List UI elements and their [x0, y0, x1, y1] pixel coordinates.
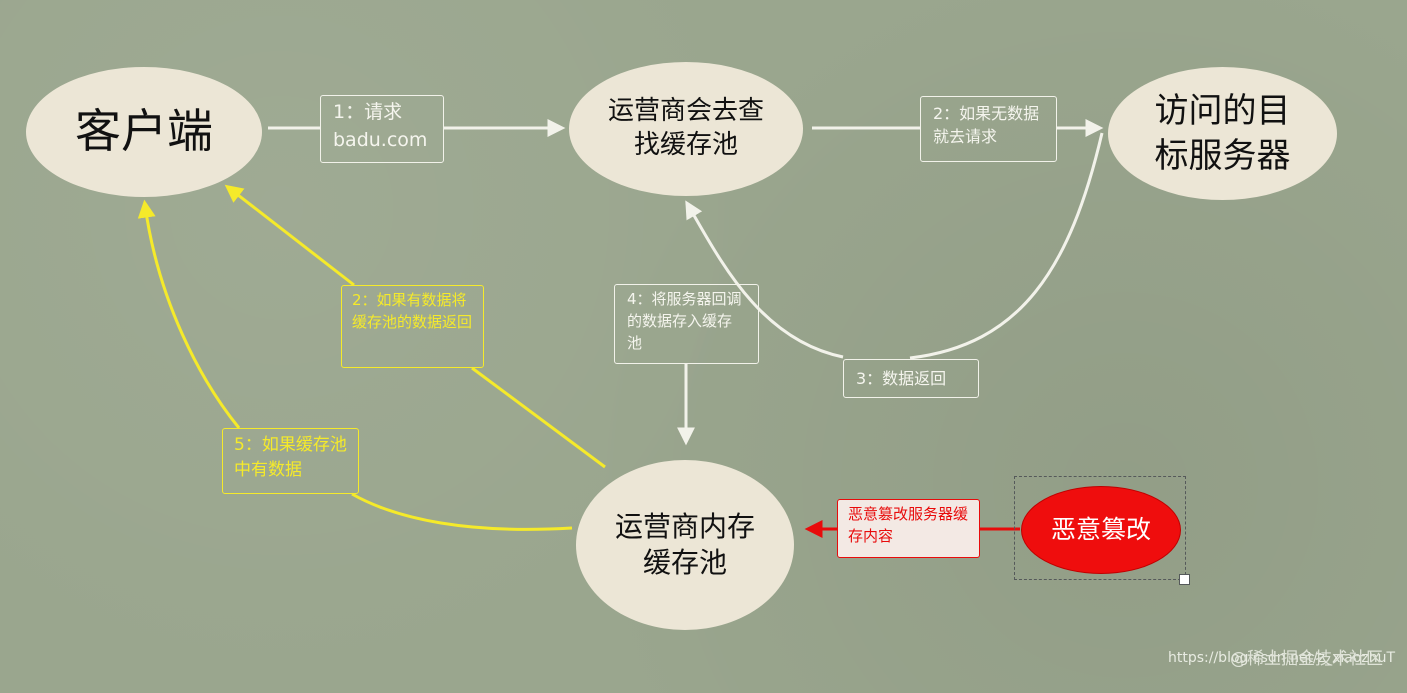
curve-if-pool-to-client [137, 199, 241, 429]
resize-handle[interactable] [1179, 574, 1190, 585]
tamper-selection-box [1014, 476, 1186, 580]
no-data-label[interactable]: 2：如果无数据就去请求 [920, 96, 1057, 162]
watermark: https://blog.csdn.net/z_xiaozhuT @稀土掘金技术… [1168, 649, 1396, 669]
curve-target-to-data-return [909, 132, 1104, 360]
client-node[interactable]: 客户端 [26, 67, 262, 197]
target-server-node-text: 访问的目标服务器 [1154, 91, 1291, 176]
line-isp-cache-to-if-cache-label [471, 366, 606, 469]
tamper-node[interactable]: 恶意篡改 [1021, 486, 1181, 574]
client-node-text: 客户端 [75, 104, 213, 159]
data-return-label[interactable]: 3：数据返回 [843, 359, 979, 398]
isp-lookup-node[interactable]: 运营商会去查找缓存池 [569, 62, 803, 196]
isp-lookup-node-text: 运营商会去查找缓存池 [607, 96, 764, 160]
if-pool-has-data-label[interactable]: 5：如果缓存池中有数据 [222, 428, 359, 494]
curve-isp-cache-to-if-pool-label [351, 492, 573, 531]
isp-cache-node[interactable]: 运营商内存缓存池 [576, 460, 794, 630]
save-cache-label[interactable]: 4：将服务器回调的数据存入缓存池 [614, 284, 759, 364]
watermark-brand: @稀土掘金技术社区 [1230, 649, 1383, 669]
if-cache-has-data-label[interactable]: 2：如果有数据将缓存池的数据返回 [341, 285, 484, 368]
isp-cache-node-text: 运营商内存缓存池 [614, 509, 755, 579]
request-label[interactable]: 1：请求 badu.com [320, 95, 444, 163]
arrow-if-cache-to-client [224, 184, 355, 287]
curve-data-return-to-isp-lookup [685, 200, 844, 359]
target-server-node[interactable]: 访问的目标服务器 [1108, 67, 1337, 200]
watermark-url: https://blog.csdn.net/z_xiaozhuT [1168, 650, 1396, 666]
tamper-content-label[interactable]: 恶意篡改服务器缓存内容 [837, 499, 980, 558]
tamper-node-text: 恶意篡改 [1050, 514, 1151, 544]
